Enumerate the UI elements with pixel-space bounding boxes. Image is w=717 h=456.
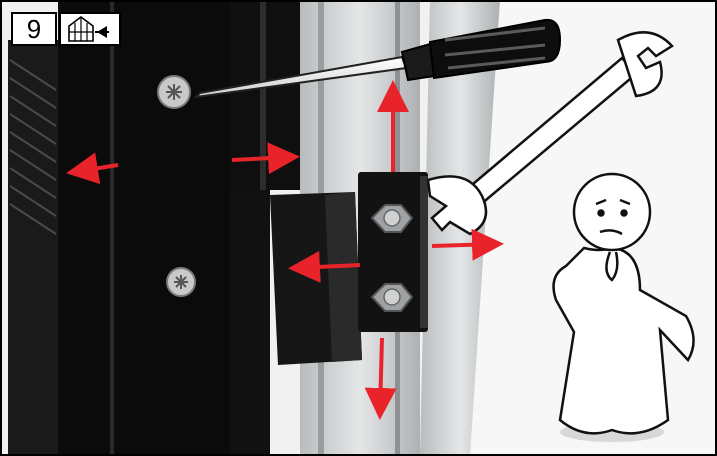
frame-highlight xyxy=(260,0,266,190)
door-frame-main xyxy=(58,0,230,456)
step-number: 9 xyxy=(11,12,57,46)
hinge-plate-edge xyxy=(420,176,428,328)
greenhouse-with-arrow-icon xyxy=(59,12,121,46)
upper-screw xyxy=(158,76,190,108)
door-frame-inner-edge xyxy=(110,0,114,456)
left-ribbed-panel xyxy=(8,40,58,456)
arrow-hinge-down xyxy=(380,338,382,412)
lower-screw xyxy=(167,268,195,296)
door-frame-lower xyxy=(230,190,270,456)
arrow-hinge-right xyxy=(432,244,496,246)
